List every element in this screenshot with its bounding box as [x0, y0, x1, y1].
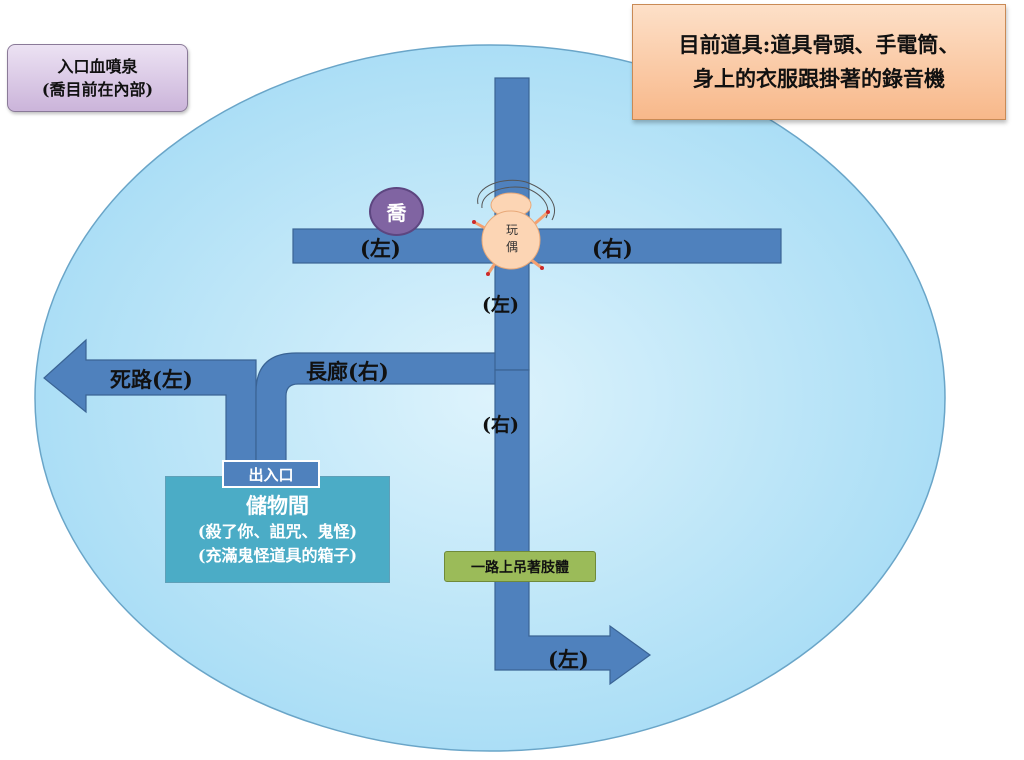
exit-entrance-box: 出入口	[222, 460, 320, 488]
entrance-line1: 入口血噴泉	[57, 57, 138, 76]
doll-label: 玩 偶	[494, 222, 530, 256]
bottom-left-direction-label: (左)	[548, 647, 589, 672]
vertical-corridor-lower	[494, 369, 652, 686]
top-right-direction-label: (右)	[592, 236, 633, 261]
storage-room-line2: (殺了你、詛咒、鬼怪)	[197, 521, 358, 541]
vertical-upper-direction-label: (左)	[482, 294, 519, 316]
top-left-direction-label: (左)	[360, 236, 401, 261]
entrance-line2: (喬目前在內部)	[41, 80, 154, 99]
storage-room-title: 儲物間	[246, 492, 309, 518]
hallway-direction-label: 長廊(右)	[306, 359, 389, 384]
doll-label-char2: 偶	[505, 240, 518, 254]
storage-room-line3: (充滿鬼怪道具的箱子)	[197, 545, 358, 565]
doll-label-char1: 玩	[505, 223, 518, 237]
current-items-line2: 身上的衣服跟掛著的錄音機	[693, 66, 945, 91]
vertical-lower-direction-label: (右)	[482, 414, 519, 436]
doll-figure	[472, 179, 555, 276]
haunted-area-ellipse	[34, 44, 946, 752]
storage-room-box: 儲物間 (殺了你、詛咒、鬼怪) (充滿鬼怪道具的箱子)	[165, 476, 390, 583]
entrance-blood-fountain-box: 入口血噴泉 (喬目前在內部)	[7, 44, 188, 112]
dead-end-direction-label: 死路(左)	[110, 367, 193, 392]
current-items-box: 目前道具:道具骨頭、手電筒、 身上的衣服跟掛著的錄音機	[632, 4, 1006, 120]
hanging-limbs-sign: 一路上吊著肢體	[444, 551, 596, 582]
qiao-marker: 喬	[369, 187, 424, 236]
current-items-line1: 目前道具:道具骨頭、手電筒、	[678, 32, 960, 57]
dead-end-corridor	[43, 338, 257, 467]
